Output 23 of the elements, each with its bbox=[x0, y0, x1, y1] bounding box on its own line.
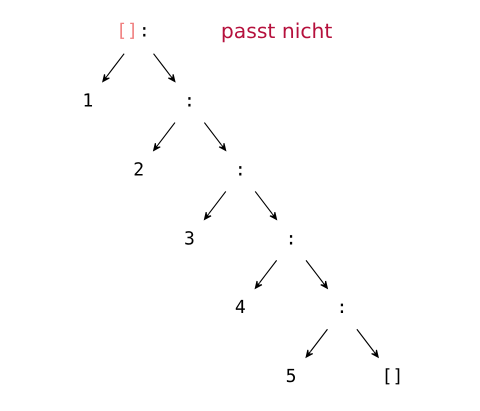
node-text: : bbox=[285, 228, 296, 250]
label: passt nicht bbox=[220, 19, 332, 44]
arrow bbox=[152, 122, 175, 152]
node-text: 2 bbox=[132, 159, 144, 180]
node-text: 5 bbox=[285, 366, 296, 388]
node-text: : bbox=[184, 90, 194, 112]
node-text: : bbox=[138, 20, 150, 42]
node-text: [] bbox=[381, 366, 403, 388]
node-text: 3 bbox=[184, 228, 194, 250]
arrow bbox=[356, 328, 378, 358]
node-text: 4 bbox=[234, 297, 246, 318]
node-text: : bbox=[336, 297, 347, 318]
arrow bbox=[305, 328, 328, 358]
node-label: [] bbox=[116, 20, 138, 42]
arrow bbox=[254, 260, 277, 289]
arrow bbox=[102, 53, 124, 82]
node-text: : bbox=[234, 159, 246, 180]
arrow bbox=[305, 260, 328, 289]
arrow bbox=[203, 122, 226, 152]
arrow bbox=[152, 53, 175, 82]
arrow bbox=[254, 191, 277, 220]
node-text: 1 bbox=[82, 90, 93, 112]
arrow bbox=[203, 191, 226, 220]
